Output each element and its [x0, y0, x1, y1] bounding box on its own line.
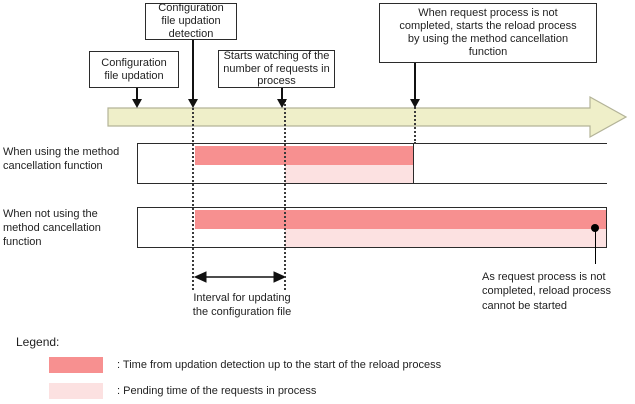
- segment-reload-time: [195, 146, 413, 165]
- legend-title: Legend:: [16, 335, 60, 349]
- row-label-using-cancellation: When using the method cancellation funct…: [3, 146, 120, 173]
- callout-updation-detection: Configuration file updation detection: [145, 2, 237, 40]
- segment-after-reload: [413, 144, 607, 183]
- callout-starts-watching: Starts watching of the number of request…: [218, 50, 335, 88]
- callout-reload-with-cancellation: When request process is not completed, s…: [379, 3, 597, 63]
- note-interval: Interval for updating the configuration …: [192, 292, 292, 319]
- legend-swatch-salmon: [49, 357, 103, 373]
- dotted-line-detection: [192, 100, 194, 290]
- callout-config-updation: Configuration file updation: [89, 51, 179, 88]
- segment-pending-time: [285, 165, 413, 183]
- down-arrow-starts-watching: [277, 88, 287, 108]
- dotted-line-reload: [414, 100, 416, 144]
- segment-pending-time: [285, 229, 606, 247]
- row-bar-using-cancellation: [137, 143, 607, 184]
- dotted-line-watching: [284, 100, 286, 290]
- row-bar-not-using-cancellation: [137, 207, 607, 248]
- down-arrow-reload: [410, 63, 420, 108]
- callout-line: [595, 230, 596, 264]
- down-arrow-config-updation: [132, 88, 142, 108]
- legend-label-pending-time: : Pending time of the requests in proces…: [117, 385, 317, 397]
- note-not-started: As request process is not completed, rel…: [482, 271, 612, 312]
- down-arrow-updation-detection: [188, 40, 198, 108]
- legend-swatch-pink: [49, 383, 103, 399]
- row-label-not-using-cancellation: When not using the method cancellation f…: [3, 208, 101, 249]
- segment-reload-time: [195, 210, 606, 229]
- timeline-arrow: [107, 95, 628, 139]
- legend-label-reload-time: : Time from updation detection up to the…: [117, 359, 442, 371]
- interval-arrow: [193, 271, 287, 283]
- callout-dot: [591, 224, 599, 232]
